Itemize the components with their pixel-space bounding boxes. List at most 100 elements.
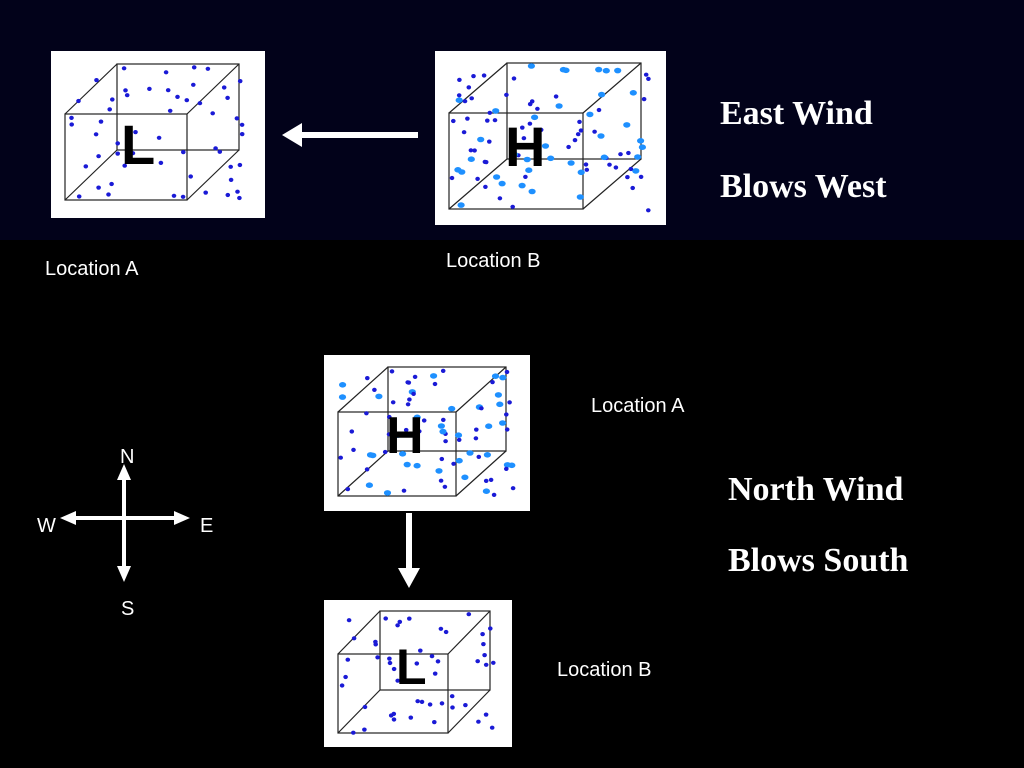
- low-pressure-box-bottom: L: [324, 600, 512, 747]
- air-particle: [115, 141, 120, 146]
- air-particle: [455, 457, 463, 464]
- air-particle: [454, 432, 463, 438]
- air-particle: [443, 439, 448, 444]
- air-particle: [451, 118, 456, 124]
- compass-south-label: S: [121, 598, 135, 620]
- air-particle: [497, 196, 503, 201]
- air-particle: [483, 712, 489, 717]
- air-particle: [413, 414, 421, 421]
- air-particle: [491, 492, 497, 497]
- air-particle: [525, 167, 533, 173]
- location-b-label-top: Location B: [446, 250, 541, 272]
- air-particle: [586, 111, 594, 118]
- air-particle: [577, 119, 582, 124]
- air-particle: [405, 402, 411, 407]
- air-particle: [577, 169, 585, 176]
- air-particle: [407, 397, 412, 402]
- air-particle: [133, 130, 138, 135]
- air-particle: [430, 373, 438, 379]
- compass-west-label: W: [37, 515, 56, 537]
- air-particle: [389, 369, 395, 374]
- air-particle: [527, 63, 535, 69]
- air-particle: [521, 136, 527, 141]
- air-particle: [237, 162, 243, 168]
- high-pressure-box-top: H: [435, 51, 666, 225]
- air-particle: [555, 103, 563, 109]
- air-particle: [598, 91, 606, 98]
- low-pressure-letter: L: [396, 639, 427, 695]
- air-particle: [481, 73, 487, 78]
- air-particle: [399, 661, 405, 666]
- air-particle: [491, 660, 496, 665]
- air-particle: [435, 659, 441, 664]
- air-particle: [489, 725, 495, 730]
- air-particle: [386, 432, 392, 437]
- air-particle: [482, 488, 490, 494]
- air-particle: [432, 671, 438, 676]
- air-particle: [106, 192, 111, 197]
- air-particle: [237, 195, 242, 201]
- air-particle: [339, 683, 345, 688]
- air-particle: [362, 704, 368, 710]
- air-particle: [483, 184, 488, 189]
- air-particle: [567, 160, 575, 166]
- air-particle: [122, 163, 127, 168]
- air-particle: [487, 139, 492, 144]
- air-particle: [531, 114, 539, 121]
- air-particle: [477, 136, 485, 143]
- air-particle: [96, 154, 101, 159]
- air-particle: [448, 405, 456, 412]
- air-particle: [527, 121, 533, 126]
- air-particle: [123, 88, 128, 93]
- air-particle: [427, 702, 433, 707]
- air-particle: [504, 92, 509, 97]
- cube-outline: [448, 62, 651, 213]
- air-particle: [181, 150, 186, 155]
- air-particle: [167, 108, 173, 113]
- air-particle: [438, 478, 444, 483]
- air-particle: [523, 156, 531, 163]
- air-particle: [595, 66, 603, 73]
- air-particle: [417, 429, 422, 434]
- air-particle: [96, 185, 101, 190]
- air-particle: [411, 391, 416, 396]
- air-particle: [646, 208, 651, 213]
- air-particle: [553, 94, 559, 99]
- air-particle: [403, 461, 411, 468]
- air-particle: [414, 661, 420, 666]
- air-particle: [455, 97, 463, 103]
- air-particle: [83, 164, 89, 169]
- air-particle: [228, 177, 234, 182]
- air-particle: [383, 490, 392, 496]
- air-particle: [456, 93, 462, 98]
- air-particle: [98, 119, 104, 124]
- air-particle: [69, 115, 74, 120]
- air-particle: [493, 174, 501, 180]
- air-particle: [217, 149, 223, 154]
- air-particle: [349, 429, 355, 434]
- air-particle: [191, 65, 197, 70]
- air-particle: [462, 99, 468, 104]
- air-particle: [474, 427, 479, 432]
- air-particle: [475, 176, 480, 181]
- air-particle: [492, 108, 500, 114]
- air-particle: [147, 86, 152, 91]
- air-particle: [638, 144, 646, 150]
- east-wind-caption-line1: East Wind: [720, 95, 873, 132]
- air-particle: [607, 162, 612, 167]
- air-particle: [130, 151, 136, 156]
- air-particle: [408, 715, 414, 720]
- air-particle: [345, 487, 351, 492]
- air-particle: [415, 699, 420, 704]
- air-particle: [518, 182, 526, 189]
- air-particle: [437, 423, 445, 429]
- air-particle: [541, 143, 550, 149]
- air-particle: [572, 138, 578, 143]
- air-particle: [383, 616, 388, 621]
- air-particle: [499, 420, 507, 426]
- air-particle: [535, 106, 540, 111]
- air-particle: [638, 174, 644, 179]
- air-particle: [76, 194, 82, 199]
- air-particle: [225, 95, 230, 100]
- air-particle: [458, 169, 466, 175]
